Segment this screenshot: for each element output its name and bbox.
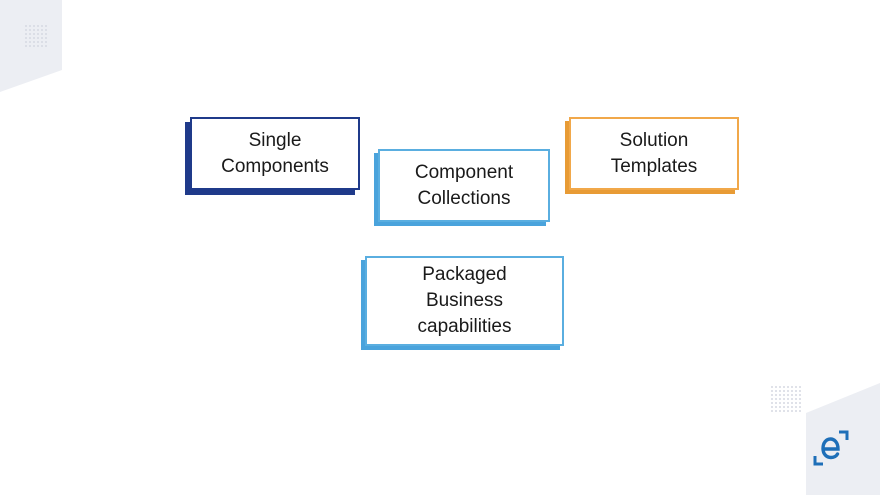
solution-templates-box: Solution Templates [569,117,739,190]
single-components-label: Single Components [221,129,329,177]
e-brand-logo-icon [813,430,849,466]
packaged-business-capabilities-box: Packaged Business capabilities [365,256,564,346]
packaged-business-capabilities-label: Packaged Business capabilities [417,264,512,337]
single-components-box: Single Components [190,117,360,190]
corner-decoration-top-left [0,0,62,92]
solution-templates-label: Solution Templates [610,129,698,177]
corner-decoration-bottom-right [771,383,880,495]
component-collections-box: Component Collections [378,149,550,222]
component-collections-label: Component Collections [414,161,514,209]
